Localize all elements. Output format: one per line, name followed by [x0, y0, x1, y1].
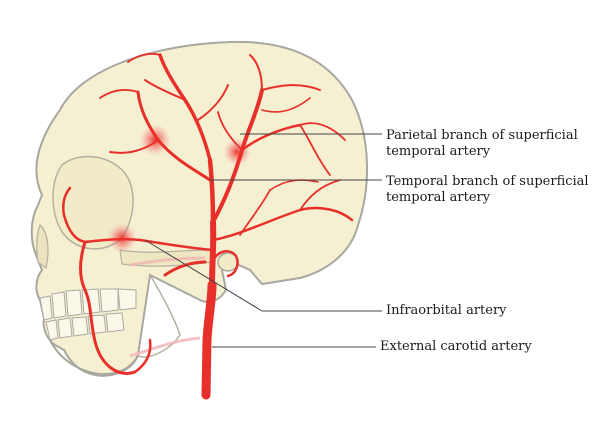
- label-temporal-line2: temporal artery: [386, 190, 491, 205]
- label-infraorbital-text: Infraorbital artery: [386, 303, 507, 318]
- label-temporal-branch: Temporal branch of superficial temporal …: [386, 174, 589, 206]
- nasal-cavity: [36, 223, 49, 270]
- leader-lines: [144, 133, 382, 348]
- label-parietal-line2: temporal artery: [386, 144, 491, 159]
- mandible: [137, 274, 181, 358]
- external-carotid-trunk: [201, 280, 217, 400]
- facial-artery-faint: [129, 256, 206, 358]
- label-carotid-text: External carotid artery: [380, 339, 532, 354]
- leader-infraorbital: [144, 239, 263, 312]
- label-infraorbital-artery: Infraorbital artery: [386, 303, 507, 319]
- label-parietal-line1: Parietal branch of superficial: [386, 128, 578, 143]
- facial-artery: [163, 260, 207, 277]
- label-temporal-line1: Temporal branch of superficial: [386, 174, 589, 189]
- infraorbital-branch: [83, 237, 214, 252]
- label-parietal-branch: Parietal branch of superficial temporal …: [386, 128, 578, 160]
- jaw-contour: [49, 339, 139, 376]
- arteries: [62, 52, 354, 400]
- label-external-carotid-artery: External carotid artery: [380, 339, 532, 355]
